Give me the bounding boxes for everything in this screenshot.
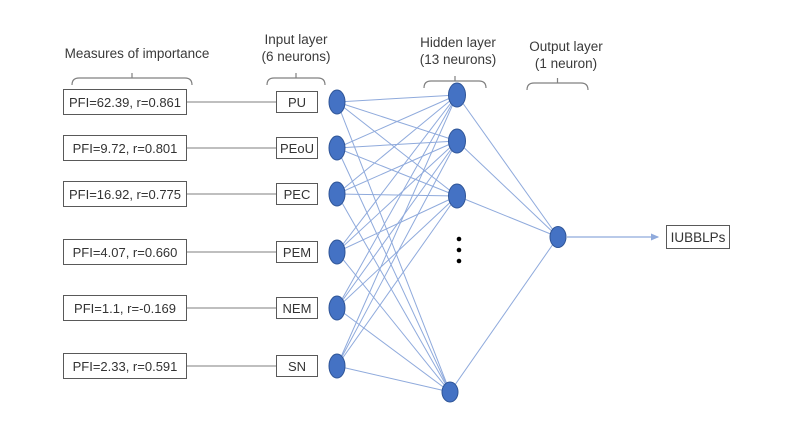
input-box-pu: PU (276, 91, 318, 113)
edge-input-hidden (336, 365, 451, 393)
hidden-neuron-last (441, 381, 459, 403)
measure-box: PFI=4.07, r=0.660 (63, 239, 187, 265)
edge-hidden-output (449, 236, 559, 393)
input-neuron-6 (328, 353, 346, 379)
hidden-neuron-3 (448, 183, 466, 209)
edge-input-hidden (336, 94, 458, 253)
output-layer-subtitle: (1 neuron) (534, 56, 598, 71)
brace (526, 78, 589, 91)
edge-input-hidden (336, 140, 458, 195)
edge-input-hidden (336, 94, 458, 195)
column-header-output-layer: Output layer (1 neuron) (516, 38, 616, 72)
input-neuron-5 (328, 295, 346, 321)
input-neuron-2 (328, 135, 346, 161)
edge-input-hidden (336, 94, 458, 149)
edge-input-hidden (336, 195, 458, 309)
measure-box: PFI=2.33, r=0.591 (63, 353, 187, 379)
output-box: IUBBLPs (666, 225, 730, 249)
edge-input-hidden (336, 101, 458, 197)
output-layer-title: Output layer (529, 39, 603, 54)
input-box-peou: PEoU (276, 137, 318, 159)
edge-input-hidden (336, 251, 451, 393)
column-header-measures: Measures of importance (37, 45, 237, 62)
brace (423, 76, 487, 89)
hidden-layer-subtitle: (13 neurons) (419, 52, 497, 67)
edge-input-hidden (336, 140, 458, 309)
edge-input-hidden (336, 94, 458, 309)
input-neuron-1 (328, 89, 346, 115)
brace (71, 73, 193, 86)
edge-hidden-output (456, 94, 559, 238)
measure-box: PFI=1.1, r=-0.169 (63, 295, 187, 321)
measure-box: PFI=9.72, r=0.801 (63, 135, 187, 161)
edge-input-hidden (336, 195, 458, 367)
edge-hidden-output (456, 195, 559, 238)
ellipsis-dot (456, 236, 462, 242)
edge-input-hidden (336, 94, 458, 103)
measures-title: Measures of importance (64, 46, 210, 61)
hidden-neuron-1 (448, 82, 466, 108)
column-header-input-layer: Input layer (6 neurons) (246, 31, 346, 65)
output-neuron (549, 226, 567, 248)
ellipsis-dot (456, 258, 462, 264)
edge-input-hidden (336, 147, 458, 197)
input-box-nem: NEM (276, 297, 318, 319)
edge-input-hidden (336, 140, 458, 253)
input-box-pec: PEC (276, 183, 318, 205)
input-layer-title: Input layer (264, 32, 328, 47)
edge-input-hidden (336, 193, 451, 393)
brace (266, 73, 326, 86)
input-layer-subtitle: (6 neurons) (261, 49, 331, 64)
edge-input-hidden (336, 193, 458, 197)
edge-input-hidden (336, 147, 451, 393)
ellipsis-dot (456, 247, 462, 253)
column-header-hidden-layer: Hidden layer (13 neurons) (408, 34, 508, 68)
input-neuron-4 (328, 239, 346, 265)
edge-input-hidden (336, 140, 458, 367)
edge-input-hidden (336, 307, 451, 393)
hidden-layer-title: Hidden layer (420, 35, 496, 50)
input-neuron-3 (328, 181, 346, 207)
measure-box: PFI=16.92, r=0.775 (63, 181, 187, 207)
measure-box: PFI=62.39, r=0.861 (63, 89, 187, 115)
edge-hidden-output (456, 140, 559, 238)
hidden-neuron-2 (448, 128, 466, 154)
input-box-sn: SN (276, 355, 318, 377)
input-box-pem: PEM (276, 241, 318, 263)
edge-input-hidden (336, 101, 451, 393)
edge-input-hidden (336, 94, 458, 367)
